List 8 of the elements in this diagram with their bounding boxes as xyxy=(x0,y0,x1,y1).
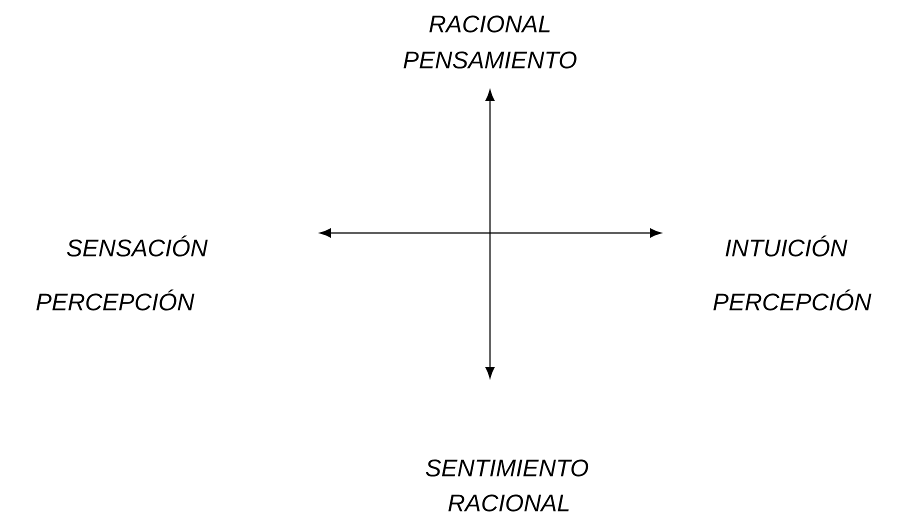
axis-label: SENTIMIENTO xyxy=(426,460,588,476)
axis-label: RACIONAL xyxy=(448,494,569,512)
axis-label: RACIONAL xyxy=(429,16,550,32)
axis-label: PERCEPCIÓN xyxy=(713,289,872,311)
axis-label: SENSACIÓN xyxy=(67,235,208,257)
axis-label: PENSAMIENTO xyxy=(404,52,576,68)
axis-label: INTUICIÓN xyxy=(726,235,848,257)
axis-label: PERCEPCIÓN xyxy=(36,289,194,311)
